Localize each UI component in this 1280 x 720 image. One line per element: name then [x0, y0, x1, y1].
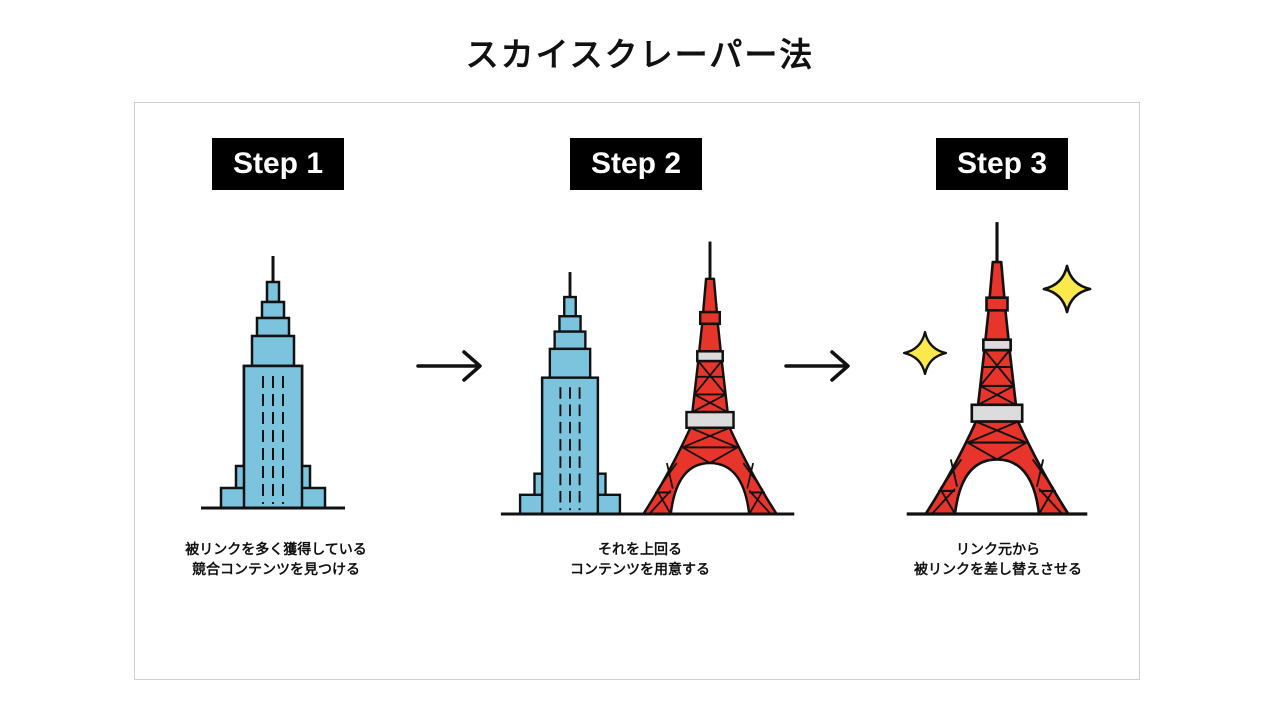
arrow-right-icon	[416, 350, 482, 382]
step-2-caption: それを上回る コンテンツを用意する	[490, 540, 790, 580]
skyscraper-icon	[199, 254, 347, 510]
caption-line: 被リンクを差し替えさせる	[914, 562, 1082, 578]
diagram-frame	[134, 102, 1140, 680]
tokyo-tower-icon	[624, 240, 796, 516]
step-1-badge: Step 1	[212, 138, 344, 190]
caption-line: それを上回る	[598, 542, 682, 558]
step-1-caption: 被リンクを多く獲得している 競合コンテンツを見つける	[126, 540, 426, 580]
step-2-badge: Step 2	[570, 138, 702, 190]
sparkle-icon	[1042, 264, 1092, 314]
sparkle-icon	[902, 330, 948, 376]
caption-line: コンテンツを用意する	[570, 562, 710, 578]
step-3-badge: Step 3	[936, 138, 1068, 190]
tokyo-tower-icon	[905, 220, 1089, 516]
arrow-right-icon	[784, 350, 850, 382]
caption-line: リンク元から	[956, 542, 1040, 558]
caption-line: 被リンクを多く獲得している	[185, 542, 367, 558]
step-3-caption: リンク元から 被リンクを差し替えさせる	[848, 540, 1148, 580]
caption-line: 競合コンテンツを見つける	[192, 562, 360, 578]
skyscraper-icon	[499, 270, 641, 516]
page-title: スカイスクレーパー法	[465, 35, 815, 74]
